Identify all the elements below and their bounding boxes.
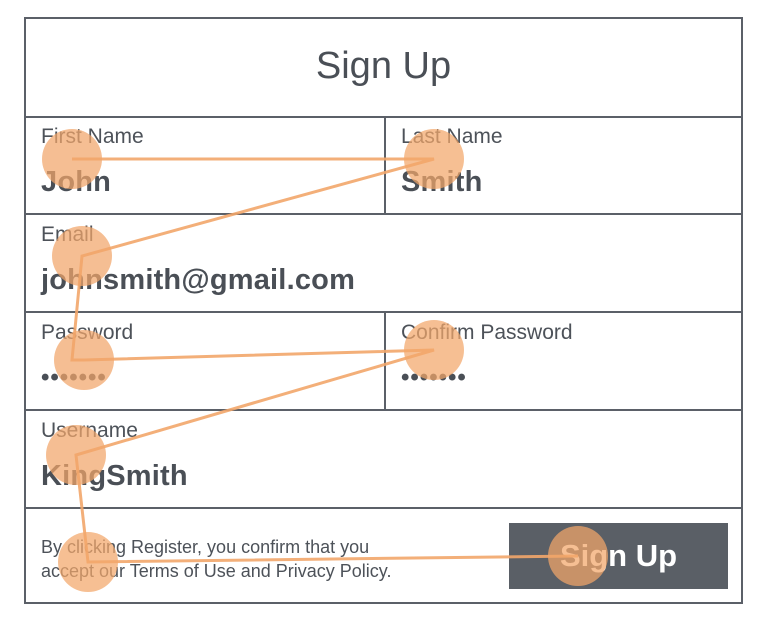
last-name-field[interactable]: Last Name Smith [384,116,741,213]
form-header: Sign Up [26,19,741,118]
form-title: Sign Up [315,45,452,87]
first-name-field[interactable]: First Name John [26,116,384,213]
name-row: First Name John Last Name Smith [26,116,741,215]
username-field[interactable]: Username KingSmith [26,410,741,507]
confirm-password-value[interactable]: ••••••• [401,364,467,391]
terms-line-1: By clicking Register, you confirm that y… [41,537,370,557]
confirm-password-field[interactable]: Confirm Password ••••••• [384,312,741,409]
terms-text: By clicking Register, you confirm that y… [41,535,461,583]
password-field[interactable]: Password ••••••• [26,312,384,409]
confirm-password-label: Confirm Password [401,321,573,344]
footer-row: By clicking Register, you confirm that y… [26,508,741,604]
email-row: Email johnsmith@gmail.com [26,214,741,313]
first-name-value[interactable]: John [41,166,112,198]
email-field[interactable]: Email johnsmith@gmail.com [26,214,741,311]
last-name-value[interactable]: Smith [401,166,483,198]
terms-line-2: accept our Terms of Use and Privacy Poli… [41,561,392,581]
username-value[interactable]: KingSmith [41,460,188,492]
password-row: Password ••••••• Confirm Password ••••••… [26,312,741,411]
last-name-label: Last Name [401,125,503,148]
username-label: Username [41,419,138,442]
password-value[interactable]: ••••••• [41,364,107,391]
first-name-label: First Name [41,125,144,148]
sign-up-button[interactable]: Sign Up [509,523,728,589]
username-row: Username KingSmith [26,410,741,509]
email-value[interactable]: johnsmith@gmail.com [41,264,356,296]
password-label: Password [41,321,134,344]
email-label: Email [41,223,94,246]
signup-form: Sign Up First Name John Last Name Smith … [24,17,743,604]
